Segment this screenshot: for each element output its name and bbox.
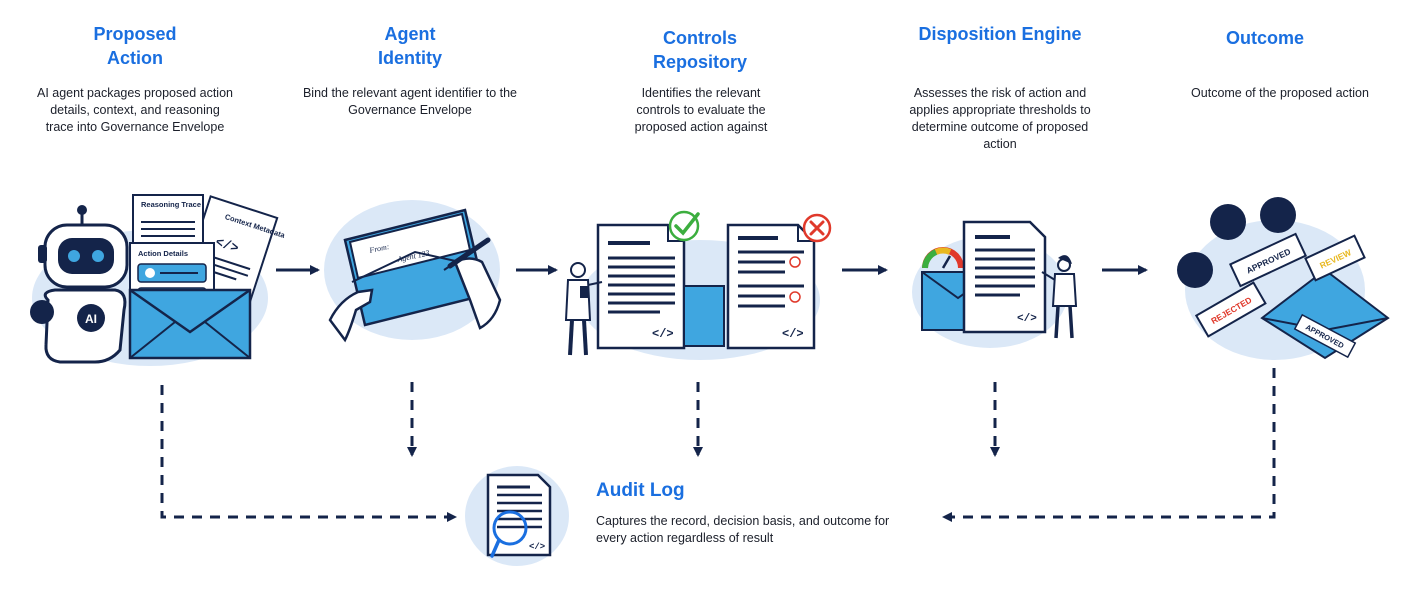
stage-desc-disposition-engine: Assesses the risk of action and applies … [909, 86, 1091, 151]
hands-icon [328, 257, 502, 343]
audit-doc-code-icon: </> [529, 542, 545, 552]
magnifier-icon [490, 510, 528, 558]
stage-title-proposed-action: Proposed Action [93, 24, 177, 68]
approved-document-icon: </> [596, 223, 725, 350]
envelope-icon [128, 288, 252, 360]
stage-desc-controls-repository: Identifies the relevant controls to eval… [634, 86, 768, 134]
pen-icon [443, 237, 491, 271]
disposition-engine-illustration: </> [912, 220, 1078, 348]
analyst-person-icon [564, 262, 603, 356]
audit-log-illustration: </> [465, 466, 569, 566]
stage-title-outcome: Outcome [1225, 28, 1304, 48]
robot-icon: AI [30, 205, 129, 364]
rejected-document-icon: </> [726, 223, 816, 350]
stamp-handle-icon [1177, 197, 1296, 288]
stage-title-controls-repository: Controls Repository [652, 28, 748, 72]
document-icon: </> [962, 220, 1047, 334]
envelope-from-text: From: [368, 242, 391, 255]
doc-action-text: Action Details [138, 249, 188, 258]
outcome-illustration: APPROVED REVIEW REJECTED APPROVED [1177, 197, 1390, 360]
reviewer-person-icon [1041, 255, 1078, 339]
check-icon [668, 210, 700, 242]
doc-reasoning-text: Reasoning Trace [141, 200, 201, 209]
connector-proposed-action [160, 385, 457, 522]
doc-context-code-icon: </> [214, 235, 241, 257]
audit-connectors [160, 368, 1276, 522]
stage-title-disposition-engine: Disposition Engine [918, 24, 1082, 44]
agent-identity-illustration: From: Agent 123 [324, 200, 502, 343]
rejected-doc-code-icon: </> [782, 327, 804, 341]
stage-desc-proposed-action: AI agent packages proposed action detail… [37, 86, 233, 134]
audit-log-title: Audit Log [596, 480, 685, 501]
risk-gauge-icon [922, 247, 964, 269]
audit-log-desc: Captures the record, decision basis, and… [596, 514, 890, 545]
stage-title-agent-identity: Agent Identity [377, 24, 442, 68]
stage-desc-outcome: Outcome of the proposed action [1191, 86, 1369, 100]
stage-desc-agent-identity: Bind the relevant agent identifier to th… [302, 86, 518, 117]
connector-outcome [942, 368, 1276, 522]
stamp-review-icon: REVIEW [1304, 234, 1366, 282]
controls-repository-illustration: </> </> [564, 210, 832, 360]
approved-doc-code-icon: </> [652, 327, 674, 341]
proposed-action-illustration: AI Context Metadata </> Reasoning Trace … [30, 194, 287, 366]
disposition-doc-code-icon: </> [1017, 313, 1037, 325]
cross-icon [802, 213, 832, 243]
robot-badge-text: AI [85, 312, 97, 326]
